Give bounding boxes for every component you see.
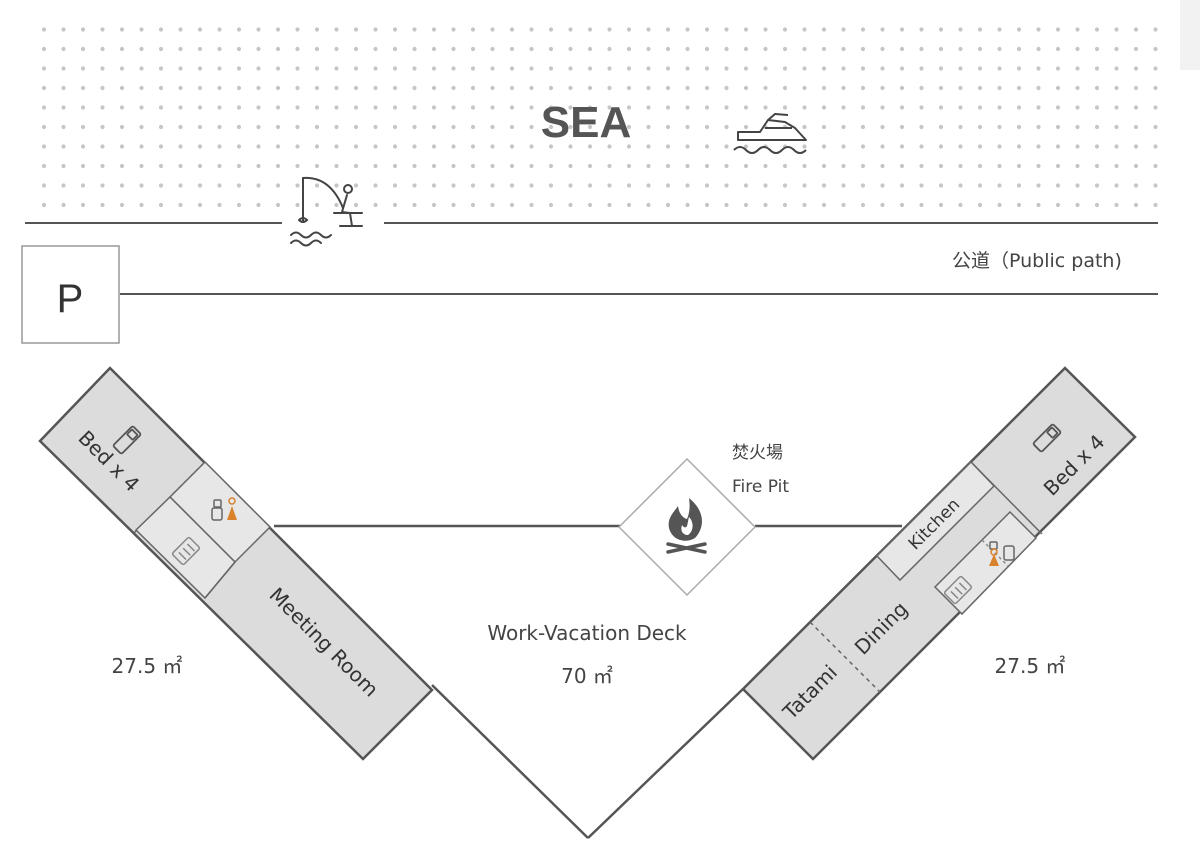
parking-area: P bbox=[21, 245, 120, 344]
left-wing-area: 27.5 ㎡ bbox=[112, 654, 183, 678]
left-wing bbox=[38, 366, 434, 761]
fire-pit-label-en: Fire Pit bbox=[732, 477, 789, 497]
scroll-gutter bbox=[1180, 0, 1200, 70]
bed-icon bbox=[1032, 423, 1062, 453]
fisherman-icon bbox=[290, 176, 363, 247]
shower-icon bbox=[171, 536, 201, 566]
right-wing bbox=[741, 366, 1137, 761]
public-path-label: 公道（Public path) bbox=[952, 250, 1122, 272]
deck-label: Work-Vacation Deck bbox=[487, 621, 687, 645]
fire-pit bbox=[617, 457, 757, 597]
deck bbox=[274, 524, 902, 839]
right-wing-area: 27.5 ㎡ bbox=[995, 654, 1066, 678]
sea-label: SEA bbox=[541, 98, 631, 147]
fire-pit-label-ja: 焚火場 bbox=[732, 443, 783, 463]
toilet-icon bbox=[989, 541, 1015, 566]
deck-area: 70 ㎡ bbox=[561, 664, 613, 688]
toilet-icon bbox=[211, 497, 237, 521]
shower-icon bbox=[943, 575, 973, 605]
sea-area: SEA bbox=[35, 22, 1160, 218]
parking-label: P bbox=[57, 277, 84, 321]
bed-icon bbox=[112, 425, 142, 455]
boat-icon bbox=[733, 113, 807, 154]
campfire-icon bbox=[666, 498, 707, 554]
